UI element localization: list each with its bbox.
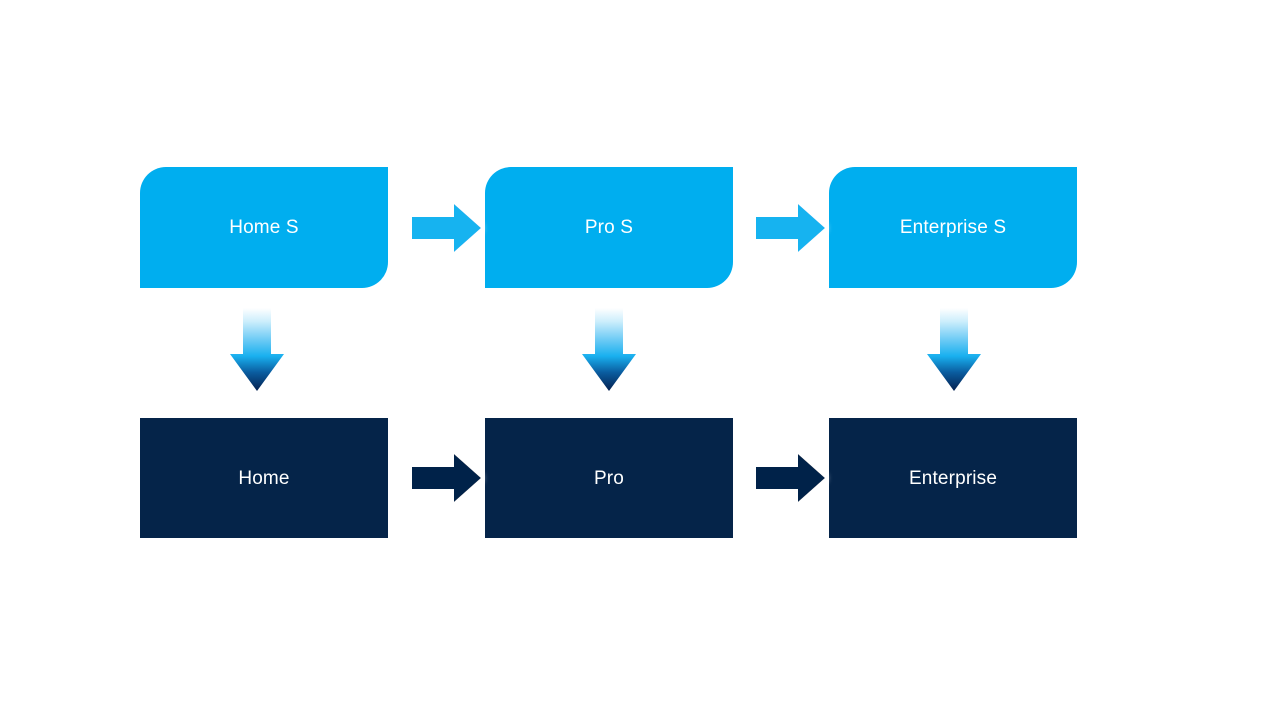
arrow-pro-to-enterprise — [752, 450, 829, 506]
arrow-right-icon — [412, 204, 481, 252]
node-pro-label: Pro — [593, 467, 625, 489]
node-home-s-label: Home S — [229, 217, 299, 238]
node-home-s[interactable]: Home S — [140, 167, 388, 288]
node-enterprise-s-label: Enterprise S — [899, 217, 1007, 238]
arrow-pro-s-to-pro — [580, 308, 638, 392]
arrow-down-icon — [230, 308, 284, 391]
arrow-home-s-to-pro-s — [408, 200, 485, 256]
node-home-label: Home — [238, 467, 290, 489]
node-enterprise-label: Enterprise — [908, 467, 998, 489]
node-enterprise[interactable]: Enterprise — [829, 418, 1077, 538]
arrow-right-icon — [412, 454, 481, 502]
arrow-down-icon — [582, 308, 636, 391]
node-enterprise-s[interactable]: Enterprise S — [829, 167, 1077, 288]
arrow-home-to-pro — [408, 450, 485, 506]
node-home[interactable]: Home — [140, 418, 388, 538]
arrow-home-s-to-home — [228, 308, 286, 392]
arrow-enterprise-s-to-enterprise — [925, 308, 983, 392]
arrow-pro-s-to-enterprise-s — [752, 200, 829, 256]
node-pro[interactable]: Pro — [485, 418, 733, 538]
node-pro-s-label: Pro S — [584, 217, 634, 238]
arrow-right-icon — [756, 454, 825, 502]
arrow-down-icon — [927, 308, 981, 391]
node-pro-s[interactable]: Pro S — [485, 167, 733, 288]
arrow-right-icon — [756, 204, 825, 252]
